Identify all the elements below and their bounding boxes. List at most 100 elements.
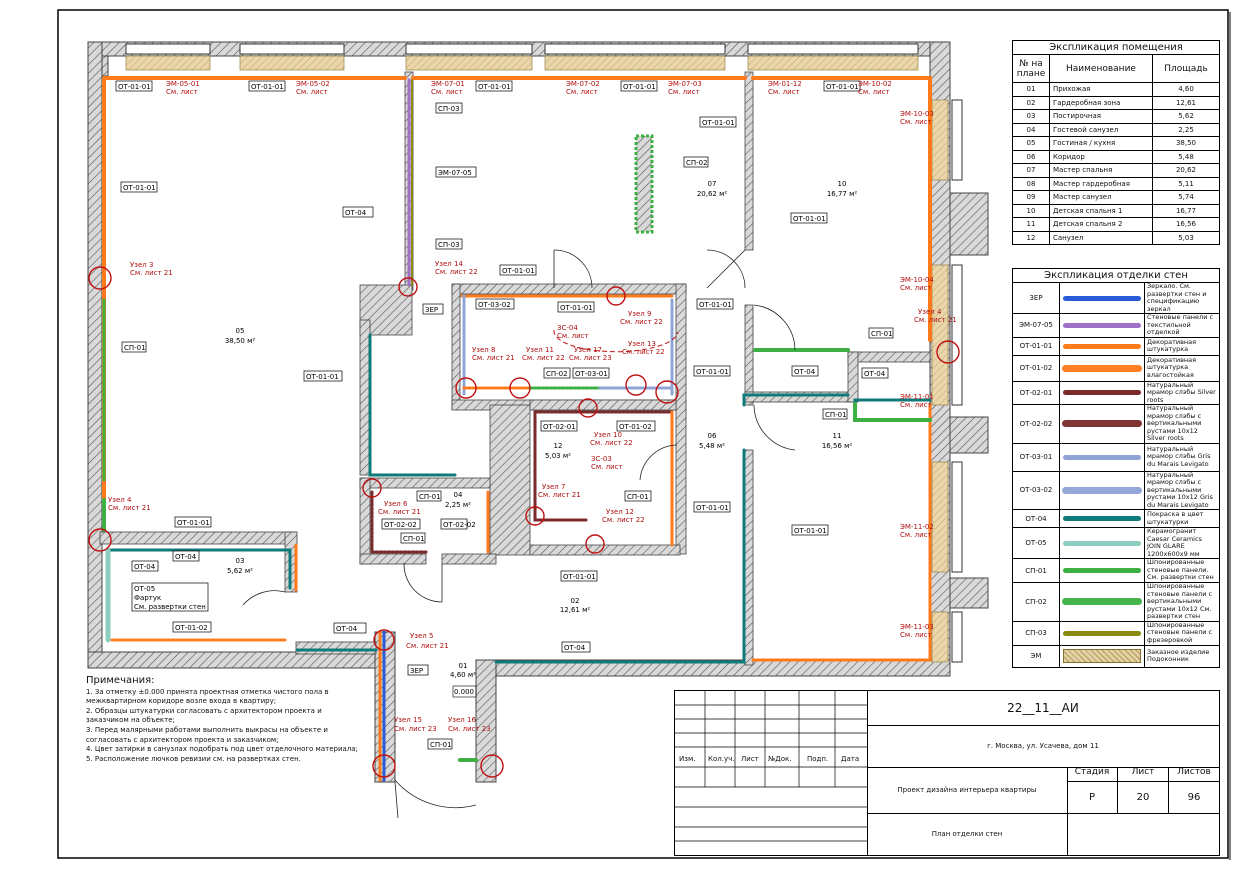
rooms-cell-area: 5,74 <box>1152 190 1220 205</box>
svg-text:См. лист: См. лист <box>858 88 890 96</box>
finish-lines <box>102 76 932 782</box>
svg-text:ЭМ-10-04: ЭМ-10-04 <box>900 276 934 284</box>
svg-text:См. лист 23: См. лист 23 <box>448 725 491 733</box>
tag-sp-01: СП-01 <box>419 493 441 501</box>
notes-title: Примечания: <box>86 675 155 686</box>
project-name: Проект дизайна интерьера квартиры <box>867 767 1068 814</box>
tag-sp-01: СП-01 <box>403 535 425 543</box>
sheet-label: Лист <box>1118 767 1169 781</box>
rooms-cell-area: 2,25 <box>1152 122 1220 137</box>
stage-label: Стадия <box>1067 767 1118 781</box>
col-izm: Изм. <box>679 755 696 763</box>
svg-text:Узел 14: Узел 14 <box>435 260 463 268</box>
project-code: 22__11__АИ <box>867 691 1219 726</box>
finish-desc: Шпонированные стеновые панели с вертикал… <box>1144 582 1220 622</box>
finish-swatch-mark <box>1063 630 1141 636</box>
tag-sp-02: СП-02 <box>546 370 568 378</box>
svg-text:Узел 12: Узел 12 <box>606 508 634 516</box>
rooms-cell-name: Гостевой санузел <box>1049 122 1153 137</box>
finish-code: ОТ-01-01 <box>1012 336 1060 356</box>
finish-code: ОТ-04 <box>1012 509 1060 528</box>
finish-swatch <box>1059 620 1145 646</box>
svg-text:16,56 м²: 16,56 м² <box>822 442 853 450</box>
svg-text:Узел 16: Узел 16 <box>448 716 476 724</box>
svg-text:5,03 м²: 5,03 м² <box>545 452 571 460</box>
project-address: г. Москва, ул. Усачева, дом 11 <box>867 725 1219 768</box>
rooms-cell-no: 05 <box>1012 136 1050 151</box>
finish-swatch-mark <box>1063 487 1141 493</box>
rooms-cell-area: 16,77 <box>1152 203 1220 218</box>
tag-em-07-05: ЭМ-07-05 <box>438 169 472 177</box>
finish-code: ЭМ-07-05 <box>1012 313 1060 338</box>
tag-ot-01-01: ОТ-01-01 <box>502 267 535 275</box>
sheets-value: 96 <box>1187 791 1201 803</box>
rooms-table: Экспликация помещения № на плане Наимено… <box>1012 40 1220 245</box>
rooms-cell-name: Гостиная / кухня <box>1049 136 1153 151</box>
rooms-col-area: Площадь <box>1152 54 1220 83</box>
rooms-col-no: № на плане <box>1012 54 1050 83</box>
rooms-cell-no: 03 <box>1012 109 1050 124</box>
tag-ot-01-01: ОТ-01-01 <box>623 83 656 91</box>
doors <box>242 249 796 819</box>
rooms-cell-no: 06 <box>1012 149 1050 164</box>
tag-ot-01-01: ОТ-01-01 <box>702 119 735 127</box>
stage-values: Р 20 96 <box>1067 781 1219 814</box>
finish-swatch-mark <box>1063 454 1141 460</box>
svg-text:2,25 м²: 2,25 м² <box>445 501 471 509</box>
svg-text:См. лист: См. лист <box>900 401 932 409</box>
rooms-cell-area: 4,60 <box>1152 82 1220 97</box>
note-item: 5. Расположение лючков ревизии см. на ра… <box>86 754 301 763</box>
stage-value: Р <box>1067 781 1118 813</box>
rooms-cell-name: Детская спальня 2 <box>1049 217 1153 232</box>
notes: Примечания: 1. За отметку ±0.000 принята… <box>86 676 361 764</box>
finish-swatch-mark <box>1063 343 1141 349</box>
svg-text:См. лист 23: См. лист 23 <box>569 354 612 362</box>
svg-text:03: 03 <box>236 557 245 565</box>
tag-ot-01-01: ОТ-01-01 <box>696 368 729 376</box>
finish-swatch <box>1059 527 1145 559</box>
rooms-cell-name: Прихожая <box>1049 82 1153 97</box>
stage-header: Стадия Лист Листов <box>1067 767 1219 782</box>
svg-text:См. лист 21: См. лист 21 <box>130 269 173 277</box>
finish-desc: Шпонированные стеновые панели. См. разве… <box>1144 558 1220 583</box>
svg-text:01: 01 <box>459 662 468 670</box>
finish-swatch <box>1059 282 1145 314</box>
svg-text:См. лист: См. лист <box>566 88 598 96</box>
svg-text:См. лист 21: См. лист 21 <box>406 642 449 650</box>
svg-text:Узел 9: Узел 9 <box>628 310 651 318</box>
svg-text:10: 10 <box>838 180 847 188</box>
tag-sp-03: СП-03 <box>438 241 460 249</box>
rooms-cell-area: 5,48 <box>1152 149 1220 164</box>
finish-code: СП-02 <box>1012 582 1060 622</box>
tag-sp-03: СП-03 <box>438 105 460 113</box>
tag-ot-01-01: ОТ-01-01 <box>794 527 827 535</box>
svg-text:Узел 17: Узел 17 <box>574 346 602 354</box>
finish-swatch <box>1059 354 1145 382</box>
svg-text:См. лист 21: См. лист 21 <box>108 504 151 512</box>
svg-text:ЭМ-10-03: ЭМ-10-03 <box>900 110 934 118</box>
finish-swatch-mark <box>1063 516 1141 521</box>
rooms-cell-name: Детская спальня 1 <box>1049 203 1153 218</box>
finish-ot-04 <box>853 398 932 404</box>
rooms-cell-area: 5,03 <box>1152 230 1220 245</box>
finish-swatch-mark <box>1063 365 1141 371</box>
svg-text:12: 12 <box>554 442 563 450</box>
finish-swatch <box>1059 582 1145 622</box>
svg-text:См. лист: См. лист <box>900 284 932 292</box>
finish-desc: Декоративная штукатурка <box>1144 336 1220 356</box>
svg-text:См. лист: См. лист <box>296 88 328 96</box>
finish-table-row: СП-02 Шпонированные стеновые панели с вер… <box>1012 582 1220 622</box>
tag-ot-02-02: ОТ-02-02 <box>384 521 417 529</box>
finish-ot-02-01 <box>533 410 588 522</box>
sheet-value: 20 <box>1118 781 1169 813</box>
